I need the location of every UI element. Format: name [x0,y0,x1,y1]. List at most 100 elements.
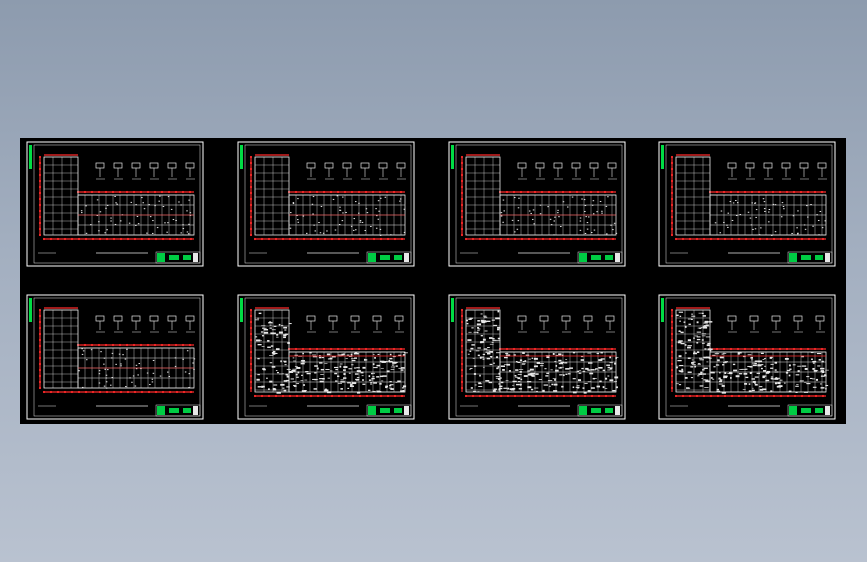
annotation-mark [478,383,483,385]
detail-symbol [745,162,755,169]
axis-dot [793,237,797,241]
annotation-mark [795,391,798,394]
axis-dot [56,390,60,394]
annotation-mark [683,321,686,323]
annotation-mark [159,375,162,377]
axis-dot [681,237,685,241]
annotation-mark [518,369,524,370]
axis-dot [385,190,389,194]
axis-dot [147,237,151,241]
axis-dot [555,237,559,241]
annotation-mark [502,369,505,371]
annotation-mark [505,354,510,356]
annotation-mark [317,367,319,370]
annotation-mark [469,317,473,319]
annotation-mark [351,364,354,366]
annotation-mark [105,381,108,383]
annotation-mark [761,364,764,366]
annotation-mark [505,352,509,354]
annotation-mark [797,233,799,235]
annotation-mark [473,365,477,367]
annotation-mark [297,221,300,223]
drawing-sheet[interactable] [658,141,836,267]
annotation-mark [724,361,728,363]
annotation-mark [575,386,580,388]
drawing-sheet[interactable] [448,141,626,267]
axis-dot [38,209,42,213]
annotation-mark [677,341,682,344]
axis-dot [253,237,257,241]
title-block-frame [155,404,201,417]
axis-dot [758,237,762,241]
axis-dot [249,386,253,390]
drawing-sheet[interactable] [237,141,415,267]
annotation-mark [707,348,711,351]
annotation-mark [341,353,345,356]
annotation-mark [598,366,603,369]
annotation-mark [613,222,616,224]
annotation-mark [564,362,568,364]
axis-dot [596,190,600,194]
annotation-mark [293,385,297,387]
title-block [577,251,623,264]
annotation-mark [515,376,518,378]
annotation-mark [255,336,258,338]
annotation-mark [522,352,525,354]
axis-dot [765,237,769,241]
annotation-mark [577,370,580,372]
annotation-mark [678,384,682,386]
annotation-mark [710,371,715,374]
annotation-mark [319,355,321,356]
annotation-mark [106,229,108,231]
drawing-sheet[interactable] [658,294,836,420]
annotation-mark [269,327,272,329]
annotation-mark [703,356,708,359]
annotation-mark [751,389,755,392]
detail-symbol [360,162,370,169]
annotation-mark [506,363,511,366]
drawing-sheet[interactable] [26,141,204,267]
detail-symbol [324,162,334,169]
title-block-cell [615,253,620,262]
annotation-mark [193,358,196,360]
annotation-mark [566,206,569,208]
drawing-sheet[interactable] [237,294,415,420]
annotation-mark [327,377,331,379]
annotation-mark [702,326,708,329]
annotation-mark [687,318,692,320]
axis-dot [597,237,601,241]
annotation-mark [693,337,696,339]
axis-dot [174,343,178,347]
annotation-mark [371,373,373,375]
axis-dot [379,394,383,398]
annotation-mark [148,204,150,206]
sheet-drawing [26,294,204,420]
annotation-mark [184,371,187,373]
annotation-mark [106,204,109,206]
annotation-mark [696,351,700,353]
annotation-mark [770,376,774,378]
annotation-mark [355,229,357,231]
annotation-mark [554,216,556,218]
drawing-sheet[interactable] [448,294,626,420]
drawing-canvas[interactable] [20,138,846,424]
annotation-mark [81,386,84,388]
annotation-mark [607,375,610,377]
detail-symbol [185,315,195,322]
drawing-sheet[interactable] [26,294,204,420]
annotation-mark [595,368,598,370]
axis-dot [554,190,558,194]
annotation-mark [532,218,534,220]
annotation-mark [380,375,384,378]
annotation-mark [477,354,480,357]
annotation-mark [400,369,404,371]
annotation-mark [325,369,330,370]
axis-dot [670,344,674,348]
annotation-mark [337,354,342,356]
annotation-mark [582,370,586,372]
floor-plan [460,307,619,407]
annotation-mark [771,234,773,236]
annotation-mark [747,211,750,213]
annotation-mark [818,358,821,361]
axis-dot [336,347,340,351]
